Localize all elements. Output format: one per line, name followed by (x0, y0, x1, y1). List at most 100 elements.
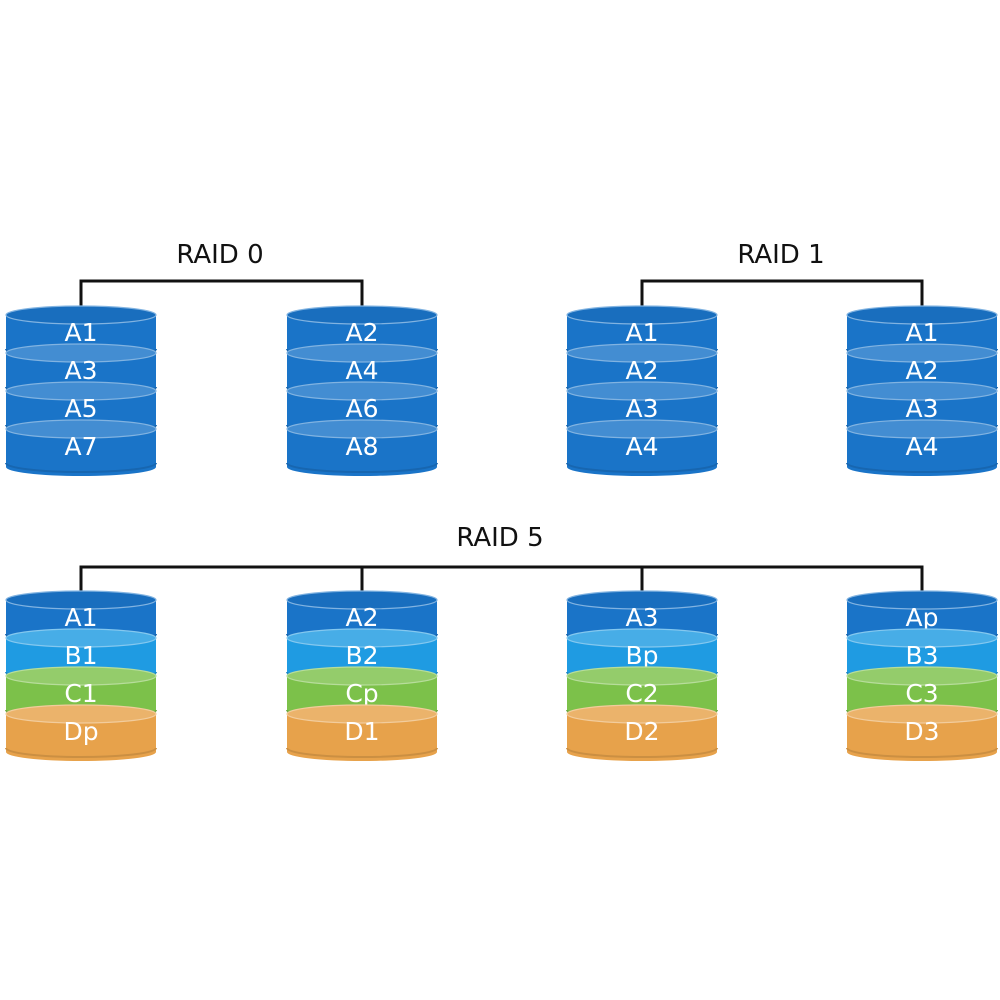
disk-block-rim (846, 747, 998, 758)
disk-block-top (566, 628, 718, 648)
disk-block-top (5, 305, 157, 325)
disk-block-body (847, 429, 997, 476)
disk-block-top (286, 305, 438, 325)
block-label: Cp (345, 679, 378, 708)
disk-block-top (286, 419, 438, 439)
block-label: A1 (905, 318, 938, 347)
block-label: A1 (64, 318, 97, 347)
block-label: A3 (625, 603, 658, 632)
raid1-connector-line (640, 279, 924, 315)
disk-block-top (286, 381, 438, 401)
disk-block-top (5, 666, 157, 686)
disk-block-rim (5, 747, 157, 758)
block-label: A2 (905, 356, 938, 385)
block-label: A3 (905, 394, 938, 423)
raid0-connector-line (79, 279, 364, 315)
block-label: A4 (905, 432, 938, 461)
disk-block: A4 (846, 419, 998, 476)
disk-block: A8 (286, 419, 438, 476)
raid5-connector-line (79, 565, 924, 600)
disk-block-top (5, 590, 157, 610)
block-label: A3 (64, 356, 97, 385)
disk-block-top (286, 590, 438, 610)
disk-block-top (286, 628, 438, 648)
block-label: A1 (625, 318, 658, 347)
block-label: A2 (625, 356, 658, 385)
block-label: C2 (625, 679, 658, 708)
block-label: D3 (904, 717, 939, 746)
block-label: Bp (625, 641, 658, 670)
block-label: Dp (63, 717, 98, 746)
block-label: A2 (345, 603, 378, 632)
disk-block-top (846, 704, 998, 724)
block-label: A7 (64, 432, 97, 461)
disk-block-top (566, 305, 718, 325)
disk-block-body (287, 429, 437, 476)
block-label: A5 (64, 394, 97, 423)
disk-block-top (566, 704, 718, 724)
disk-block-body (287, 714, 437, 761)
block-label: B3 (905, 641, 938, 670)
disk-block-top (286, 704, 438, 724)
block-label: A1 (64, 603, 97, 632)
block-label: A4 (625, 432, 658, 461)
disk-block: Dp (5, 704, 157, 761)
disk-block-top (5, 704, 157, 724)
disk-block-top (566, 343, 718, 363)
disk-block-top (5, 628, 157, 648)
disk-block-top (846, 666, 998, 686)
disk-block-top (846, 343, 998, 363)
disk-block-top (566, 419, 718, 439)
disk-block-top (566, 590, 718, 610)
block-label: A4 (345, 356, 378, 385)
disk-block-body (6, 429, 156, 476)
disk-block: D1 (286, 704, 438, 761)
disk-block-rim (286, 462, 438, 473)
block-label: B1 (64, 641, 97, 670)
block-label: A8 (345, 432, 378, 461)
disk-block-body (567, 429, 717, 476)
disk-block-top (846, 590, 998, 610)
disk-block: A4 (566, 419, 718, 476)
raid1-title: RAID 1 (737, 240, 824, 270)
disk-block-top (846, 628, 998, 648)
disk-block-top (286, 666, 438, 686)
disk-block-top (286, 343, 438, 363)
disk-block-rim (286, 747, 438, 758)
raid5-title: RAID 5 (456, 523, 543, 553)
block-label: C1 (64, 679, 97, 708)
block-label: A3 (625, 394, 658, 423)
raid0-title: RAID 0 (176, 240, 263, 270)
disk-block-top (566, 381, 718, 401)
block-label: A6 (345, 394, 378, 423)
block-label: Ap (906, 603, 939, 632)
disk-block-top (5, 343, 157, 363)
block-label: C3 (905, 679, 938, 708)
disk-block-rim (5, 462, 157, 473)
disk-block-body (567, 714, 717, 761)
block-label: B2 (345, 641, 378, 670)
disk-block-rim (566, 747, 718, 758)
block-label: D2 (624, 717, 659, 746)
disk-block-top (5, 381, 157, 401)
disk-block-rim (566, 462, 718, 473)
disk-block-top (846, 305, 998, 325)
disk-block: D3 (846, 704, 998, 761)
disk-block-top (846, 381, 998, 401)
disk-block-top (566, 666, 718, 686)
disk-block-rim (846, 462, 998, 473)
disk-block-body (847, 714, 997, 761)
